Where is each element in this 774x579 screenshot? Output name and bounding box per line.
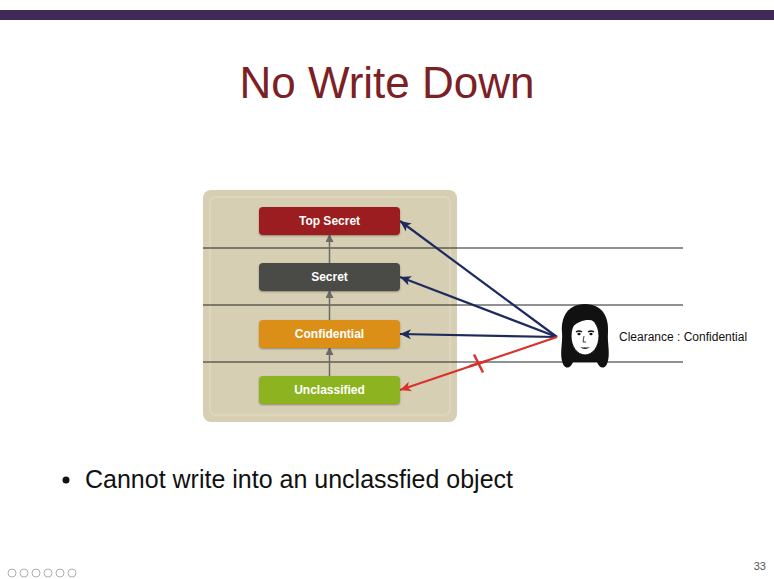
panel-pattern [210, 197, 450, 415]
level-box: Secret [259, 263, 400, 291]
level-label: Unclassified [286, 383, 373, 397]
clearance-label: Clearance : Confidential [619, 330, 747, 344]
woman-face-icon [557, 302, 613, 372]
level-panel [203, 190, 457, 422]
level-label: Top Secret [291, 214, 368, 228]
level-label: Secret [303, 270, 356, 284]
level-order-arrow [329, 235, 331, 263]
denied-cross [470, 355, 488, 373]
level-box: Confidential [259, 320, 400, 348]
level-order-arrow [329, 348, 331, 376]
level-divider-lines [203, 248, 683, 362]
level-label: Confidential [287, 327, 372, 341]
allowed-write-arrow [400, 277, 557, 337]
level-box: Unclassified [259, 376, 400, 404]
bullet-text: Cannot write into an unclassfied object [85, 465, 513, 494]
allowed-write-arrow [400, 334, 557, 337]
top-bar [0, 10, 774, 20]
page-number: 33 [754, 560, 766, 572]
denied-write-arrow [400, 337, 557, 390]
level-box: Top Secret [259, 207, 400, 235]
cross-stroke [470, 361, 488, 366]
allowed-write-arrow [400, 221, 557, 337]
bullet-dot [63, 477, 70, 484]
level-order-arrow [329, 291, 331, 320]
slide-nav-icons [8, 569, 76, 577]
subject-person: Clearance : Confidential [557, 302, 747, 372]
slide-title: No Write Down [0, 58, 774, 108]
